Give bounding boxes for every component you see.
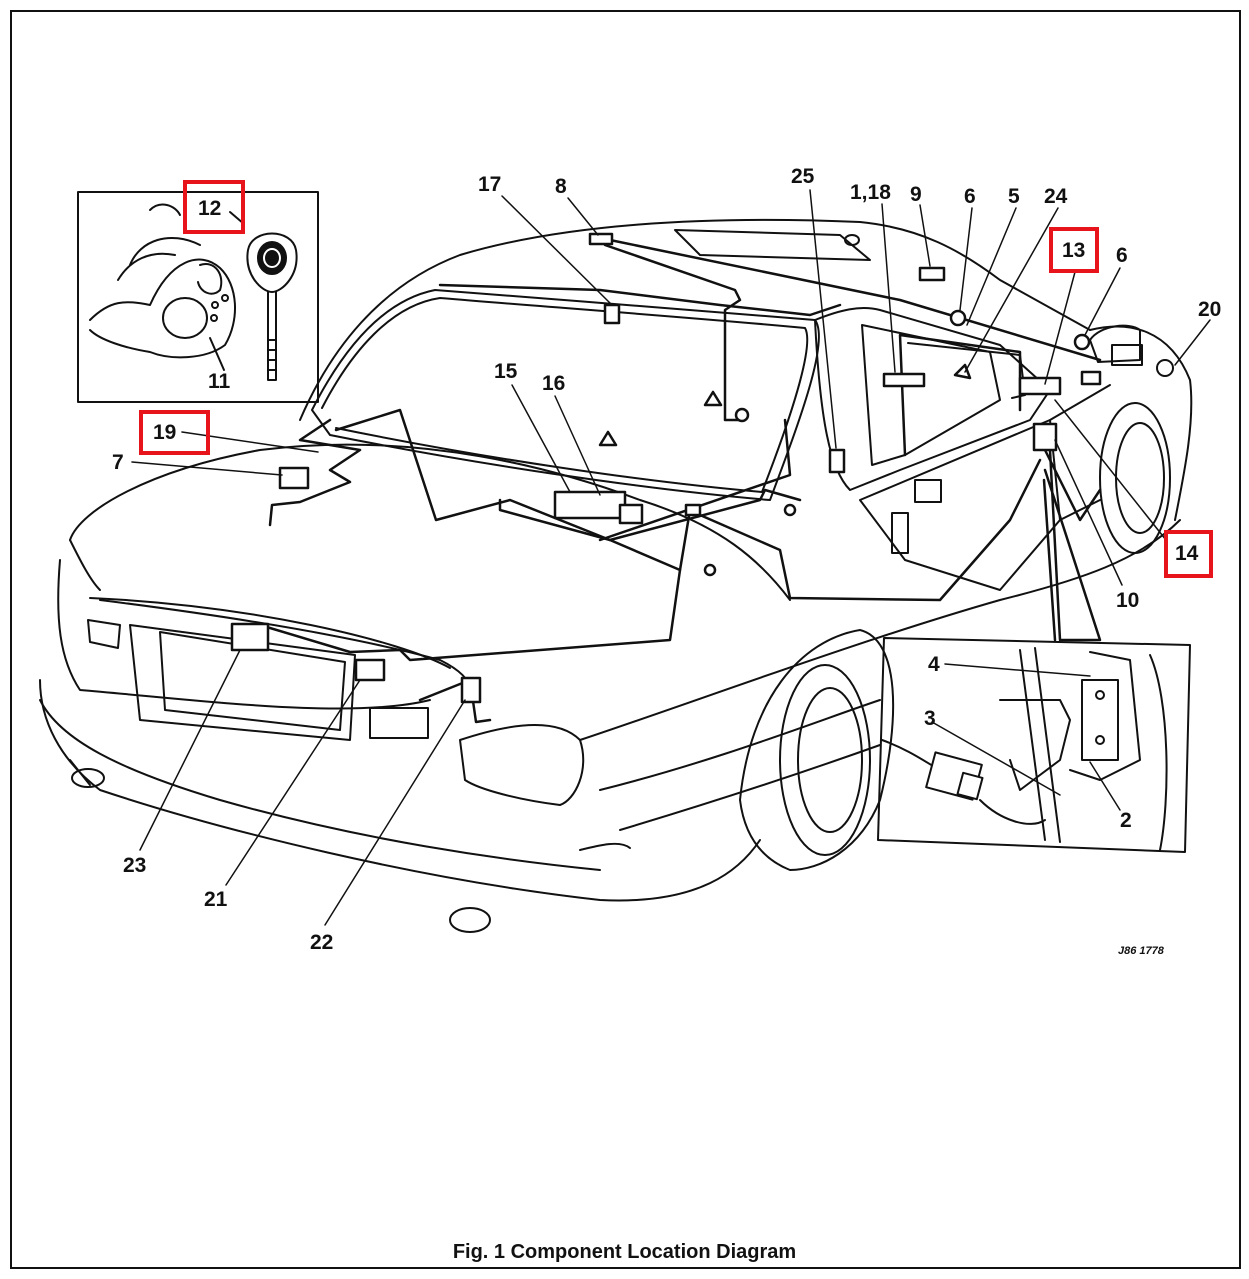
callout-3: 3 bbox=[924, 707, 936, 730]
callout-16: 16 bbox=[542, 372, 566, 395]
callout-21: 21 bbox=[204, 888, 228, 911]
callout-9: 9 bbox=[910, 183, 922, 206]
callout-14: 14 bbox=[1175, 542, 1199, 565]
callout-5: 5 bbox=[1008, 185, 1020, 208]
callout-19: 19 bbox=[153, 421, 177, 444]
callout-15: 15 bbox=[494, 360, 518, 383]
callout-11: 11 bbox=[208, 370, 231, 393]
callout-7: 7 bbox=[112, 451, 124, 474]
callout-24: 24 bbox=[1044, 185, 1068, 208]
callout-22: 22 bbox=[310, 931, 334, 954]
callout-23: 23 bbox=[123, 854, 147, 877]
highlight-box-13 bbox=[1049, 227, 1099, 273]
callout-1-18: 1,18 bbox=[850, 181, 891, 204]
page-border bbox=[10, 10, 1241, 1269]
key-fob-inset bbox=[77, 191, 319, 403]
door-lock-inset bbox=[877, 637, 1191, 853]
leader-lines bbox=[131, 189, 1211, 926]
figure-caption: Fig. 1 Component Location Diagram bbox=[452, 1241, 797, 1263]
car-body bbox=[39, 218, 1193, 933]
callout-10: 10 bbox=[1116, 589, 1140, 612]
wiring-harness bbox=[230, 232, 1102, 724]
callout-13: 13 bbox=[1062, 239, 1086, 262]
highlight-box-19 bbox=[139, 410, 210, 455]
highlight-box-12 bbox=[183, 180, 245, 234]
callout-25: 25 bbox=[791, 165, 815, 188]
reference-code: J86 1778 bbox=[1118, 945, 1164, 957]
callout-6b: 6 bbox=[1116, 244, 1128, 267]
callout-17: 17 bbox=[478, 173, 502, 196]
callout-6a: 6 bbox=[964, 185, 976, 208]
callout-2: 2 bbox=[1120, 809, 1132, 832]
callout-20: 20 bbox=[1198, 298, 1222, 321]
callout-4: 4 bbox=[928, 653, 940, 676]
callout-8: 8 bbox=[555, 175, 567, 198]
callout-12: 12 bbox=[198, 197, 222, 220]
highlight-box-14 bbox=[1164, 530, 1213, 578]
